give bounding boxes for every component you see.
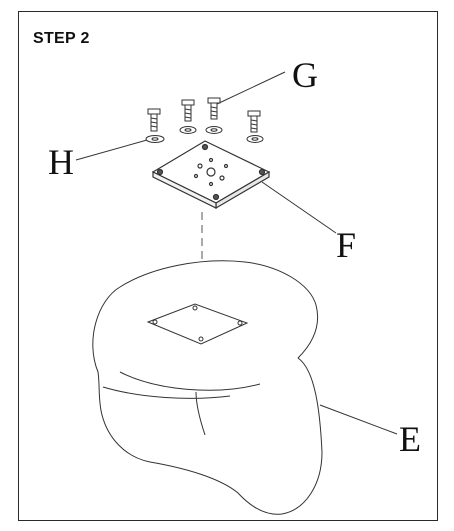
label-f: F <box>336 225 356 265</box>
label-h: H <box>48 142 74 182</box>
seat-mount-area <box>146 303 249 345</box>
bolt-group <box>147 97 261 133</box>
label-g: G <box>292 55 318 95</box>
bolt <box>247 110 261 133</box>
bolt <box>181 99 195 122</box>
step-title: STEP 2 <box>33 30 90 47</box>
seat-base <box>92 260 323 515</box>
bolt <box>207 97 221 120</box>
mounting-plate <box>151 140 271 210</box>
label-e: E <box>399 419 421 459</box>
leader-line-g <box>216 71 286 105</box>
leader-line-h <box>75 139 148 161</box>
leader-line-e <box>319 404 398 435</box>
washer-group <box>145 126 264 143</box>
bolt <box>147 108 161 132</box>
leader-line-f <box>261 181 337 234</box>
